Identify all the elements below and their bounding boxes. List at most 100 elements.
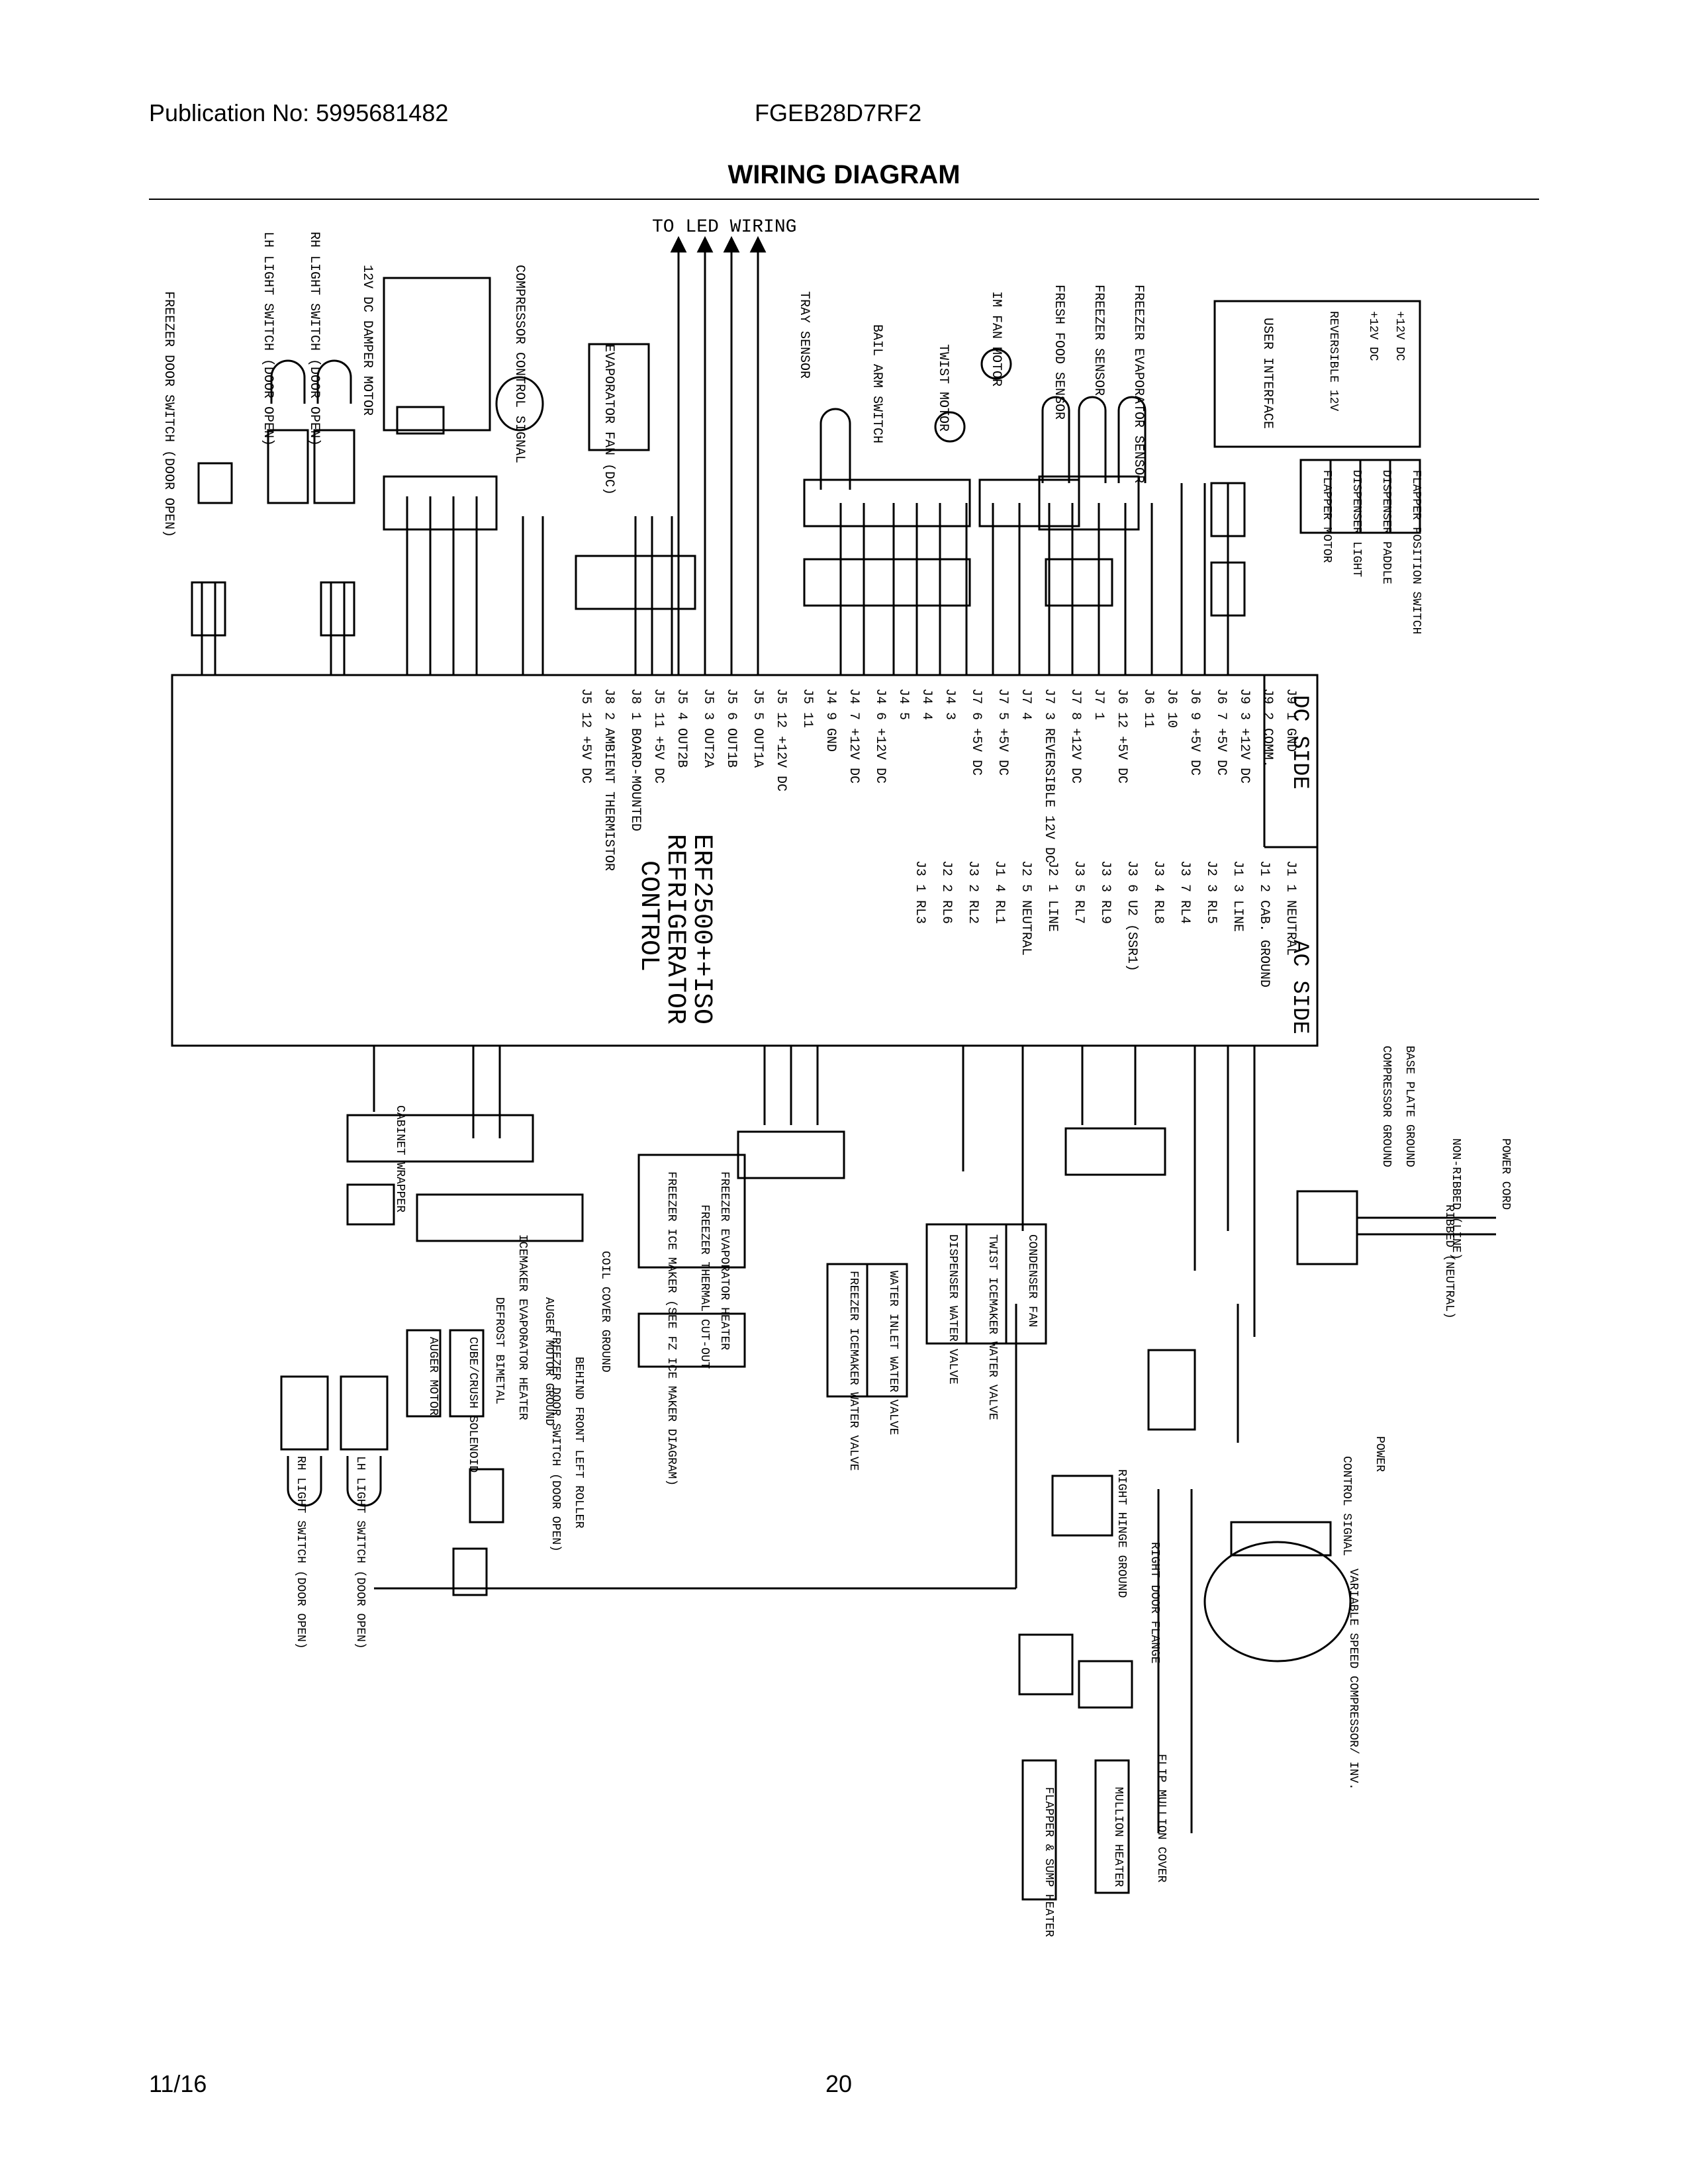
connector-lh1 (1018, 1633, 1074, 1696)
user-interface (1213, 300, 1421, 448)
top-component-label-8: TWIST MOTOR (935, 344, 951, 432)
bottom-component-label-18: AUGER MOTOR GROUND (542, 1297, 555, 1426)
top-component-label-6: TRAY SENSOR (796, 291, 812, 379)
ice-maker-connector (637, 1312, 746, 1368)
bottom-component-label-16: ICEMAKER EVAPORATOR HEATER (516, 1234, 529, 1420)
rh-light-bulb-bottom (287, 1456, 322, 1507)
ui-pin-label-2: REVERSIBLE 12V (1327, 311, 1340, 411)
top-component-label-0: FREEZER DOOR SWITCH (DOOR OPEN) (161, 291, 176, 537)
connector-rh1-left (346, 1183, 395, 1226)
dc-side-label: DC SIDE (1287, 695, 1312, 790)
connector-mb2 (737, 1130, 845, 1179)
flapper-motor (1299, 459, 1332, 534)
connector-im1 (978, 478, 1080, 527)
ac-row-label-2: J1 3 LINE (1230, 860, 1245, 932)
connector-mc1-left (346, 1114, 534, 1163)
dc-row-label-28: J8 2 AMBIENT THERMISTOR (601, 688, 616, 871)
dc-row-label-19: J4 9 GND (823, 688, 838, 752)
bottom-component-label-0: POWER CORD (1499, 1138, 1512, 1210)
top-component-label-4: COMPRESSOR CONTROL SIGNAL (512, 265, 527, 463)
rh-light-switch (313, 429, 355, 504)
dc-row-label-3: J6 7 +5V DC (1213, 688, 1229, 776)
ac-row-label-13: J2 2 RL6 (939, 860, 954, 924)
top-component-label-5: EVAPORATOR FAN (DC) (601, 344, 616, 495)
twist-motor (934, 411, 966, 443)
dc-row-label-18: J4 7 +12V DC (846, 688, 861, 784)
freezer-ice-maker (637, 1154, 746, 1269)
dc-row-label-20: J5 11 (800, 688, 815, 728)
ac-row-label-8: J3 5 RL7 (1071, 860, 1086, 924)
ac-row-label-5: J3 4 RL8 (1150, 860, 1166, 924)
flapper-sump-heater (1021, 1759, 1057, 1901)
bottom-component-label-17: DEFROST BIMETAL (492, 1297, 506, 1404)
connector-rh1-top (320, 581, 355, 637)
top-component-label-9: IM FAN MOTOR (988, 291, 1004, 387)
bottom-component-label-2: RIBBED (NEUTRAL) (1442, 1205, 1456, 1319)
dc-row-label-7: J6 12 +5V DC (1114, 688, 1129, 784)
publication-number: Publication No: 5995681482 (149, 99, 449, 126)
ac-row-label-7: J3 3 RL9 (1098, 860, 1113, 924)
board-name-1: ERF2500++ISO (686, 834, 716, 1024)
connector-mb1-mid (575, 555, 696, 610)
dc-row-label-27: J8 1 BOARD-MOUNTED (628, 688, 643, 831)
freezer-sensor (1078, 396, 1107, 483)
model-number: FGEB28D7RF2 (755, 99, 922, 126)
dc-row-label-25: J5 4 OUT2B (674, 688, 689, 768)
page-title: WIRING DIAGRAM (727, 160, 961, 189)
bottom-component-label-27: RIGHT HINGE GROUND (1115, 1469, 1128, 1598)
lh-light-bulb (270, 359, 306, 404)
connector-mc1-right (1064, 1127, 1166, 1176)
dc-row-label-17: J4 6 +12V DC (872, 688, 888, 784)
dc-row-label-11: J7 4 (1018, 688, 1033, 720)
connector-mc2 (803, 558, 971, 607)
ac-side-label: AC SIDE (1287, 940, 1312, 1034)
compressor-connector (1230, 1521, 1332, 1557)
bottom-harness-wires (373, 1046, 1256, 1833)
dc-row-label-21: J5 12 +12V DC (773, 688, 788, 792)
led-wiring-label: TO LED WIRING (652, 217, 796, 238)
bottom-component-label-24: VARIABLE SPEED COMPRESSOR/ INV. (1346, 1569, 1360, 1790)
bottom-component-label-20: AUGER MOTOR (426, 1337, 440, 1416)
bottom-component-label-22: RH LIGHT SWITCH (DOOR OPEN) (294, 1456, 307, 1649)
dc-row-label-24: J5 3 OUT2A (700, 688, 716, 768)
bottom-component-label-15: FREEZER DOOR SWITCH (DOOR OPEN) (549, 1330, 562, 1552)
dc-row-label-1: J9 2 COMM. (1260, 688, 1275, 768)
connector-im1-left (416, 1193, 584, 1242)
flapper-item-label-3: FLAPPER MOTOR (1320, 470, 1333, 563)
board-name-3: CONTROL (633, 860, 663, 972)
bottom-component-label-3: BASE PLATE GROUND (1403, 1046, 1416, 1167)
lh-light-bulb-bottom (346, 1456, 382, 1507)
rh-light-switch-bottom (280, 1375, 329, 1451)
bottom-component-label-30: MULLION HEATER (1111, 1787, 1125, 1887)
dc-row-label-14: J4 3 (942, 688, 957, 720)
freezer-evaporator-sensor (1117, 396, 1147, 483)
bottom-component-label-1: NON-RIBBED (LINE) (1449, 1138, 1462, 1260)
dc-row-label-15: J4 4 (919, 688, 934, 720)
connector-rh2 (1210, 561, 1246, 617)
tray-sensor (820, 408, 851, 490)
bottom-component-label-6: TWIST ICEMAKER WATER VALVE (986, 1234, 999, 1420)
flapper-item-label-1: DISPENSER PADDLE (1380, 470, 1393, 584)
connector-lh2 (1210, 482, 1246, 537)
connector-at1-right (1038, 475, 1140, 531)
connector-mc1-bottom (1147, 1349, 1196, 1431)
dc-row-label-0: J9 1 GND (1283, 688, 1298, 752)
connector-rh1-bottom (1051, 1475, 1113, 1537)
dc-row-label-26: J5 11 +5V DC (651, 688, 666, 784)
splice-left (469, 1468, 504, 1524)
bottom-component-label-7: DISPENSER WATER VALVE (946, 1234, 959, 1385)
bottom-component-label-31: FLIP MULLION COVER (1154, 1754, 1168, 1883)
lh-light-switch-bottom (340, 1375, 389, 1451)
bottom-component-label-26: CONTROL SIGNAL (1340, 1456, 1353, 1556)
flapper-item-label-0: FLAPPER POSITION SWITCH (1409, 470, 1423, 634)
bottom-component-label-11: FREEZER THERMAL CUT-OUT (698, 1205, 711, 1369)
auger-motor (406, 1329, 442, 1418)
ac-row-label-4: J3 7 RL4 (1177, 860, 1192, 924)
dc-row-label-16: J4 5 (896, 688, 911, 720)
variable-speed-compressor (1203, 1541, 1352, 1662)
dc-row-label-4: J6 9 +5V DC (1187, 688, 1202, 776)
dispenser-water-valve (925, 1223, 968, 1345)
ui-pin-label-1: +12V DC (1366, 311, 1380, 361)
page-number: 20 (825, 2070, 853, 2097)
damper-motor (383, 277, 491, 432)
